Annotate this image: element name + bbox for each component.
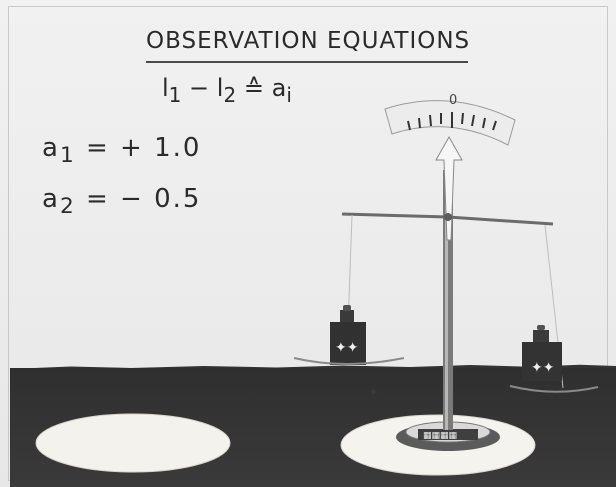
right-weight-marking-icon: ✦✦ xyxy=(531,360,555,376)
title-underline xyxy=(146,61,468,63)
left-white-disc xyxy=(35,413,231,473)
dial-face xyxy=(384,100,516,146)
right-weight xyxy=(522,342,562,381)
eq1-sub: 1 xyxy=(59,143,76,169)
relation-sub-i: i xyxy=(286,82,292,107)
dial-ticks xyxy=(407,112,497,131)
balance-base-band xyxy=(418,429,478,440)
stand-highlight xyxy=(445,170,448,430)
relation-minus: − xyxy=(189,74,210,102)
relation-symbol: ≙ xyxy=(243,74,264,102)
relation-left: l xyxy=(162,74,169,102)
eq1-value: + 1.0 xyxy=(120,133,202,163)
eq1-equals: = xyxy=(85,133,110,163)
title: OBSERVATION EQUATIONS xyxy=(146,28,471,54)
eq2-sub: 2 xyxy=(59,194,76,220)
relation-sub1: 1 xyxy=(168,82,182,107)
right-weight-knob xyxy=(537,325,545,330)
left-weight-marking-icon: ✦✦ xyxy=(335,340,359,356)
left-weight xyxy=(330,322,366,365)
eq1-var: a xyxy=(42,133,60,163)
right-weight-handle xyxy=(533,330,549,342)
scale-zero-label: 0 xyxy=(449,93,458,108)
left-weight-handle xyxy=(340,310,354,322)
base-markings: ▦▦▦▦ xyxy=(423,431,457,441)
equation-a1: a1 = + 1.0 xyxy=(42,133,201,168)
equation-a2: a2 = − 0.5 xyxy=(42,184,201,219)
right-pan xyxy=(509,385,599,393)
relation-right: l xyxy=(216,74,224,102)
left-weight-knob xyxy=(343,305,351,311)
eq2-equals: = xyxy=(85,184,110,214)
eq2-value: − 0.5 xyxy=(120,184,202,214)
relation-sub2: 2 xyxy=(223,82,237,107)
equation-relation: l1 − l2 ≙ ai xyxy=(162,74,292,107)
eq2-var: a xyxy=(42,184,60,214)
beam-pivot xyxy=(444,213,452,221)
pointer-arrow-icon xyxy=(435,135,463,241)
relation-result: a xyxy=(271,74,287,102)
left-pan xyxy=(293,357,405,365)
